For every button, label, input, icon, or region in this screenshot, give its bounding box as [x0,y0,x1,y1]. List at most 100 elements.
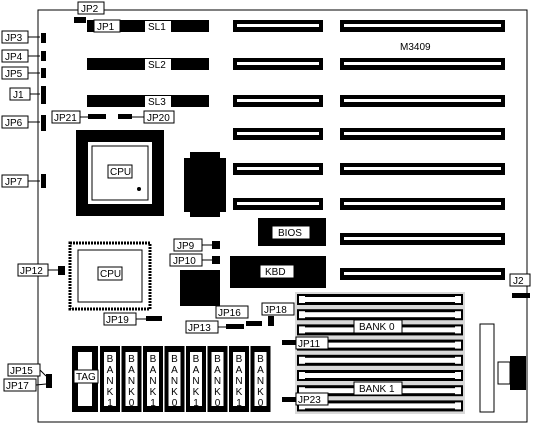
bank1-label: BANK 1 [359,384,395,395]
cache-chip-letter: 1 [150,398,156,409]
model-number: M3409 [400,42,431,53]
cache-chip-letter: B [257,354,264,365]
jp3-label: JP3 [5,33,23,44]
cache-chip-letter: K [193,387,200,398]
cache-chip-letter: B [193,354,200,365]
jp10-label: JP10 [173,256,196,267]
dark-chip [184,152,226,217]
cache-chip-letter: 0 [129,398,135,409]
cache-chip-letter: A [128,365,135,376]
jp12-label: JP12 [20,266,43,277]
cache-chip-letter: K [150,387,157,398]
jp16-label: JP16 [218,308,241,319]
jp18-label: JP18 [264,305,287,316]
cache-chip-letter: A [214,365,221,376]
jp18-pins [268,316,274,326]
bank0-label: BANK 0 [359,322,395,333]
simm-clip [479,323,495,413]
jp17-label: JP17 [6,381,29,392]
jp3-pins [41,33,46,43]
jp4-pins [41,51,46,61]
left-jumpers: JP3 JP4 JP5 J1 JP6 JP7 [1,30,46,188]
cache-chip-letter: N [214,376,221,387]
cache-chip-letter: N [171,376,178,387]
jp2-pins [74,17,86,23]
jp12-pins [58,266,65,275]
jp21-pins [88,114,106,119]
cache-chip-letter: A [107,365,114,376]
jp23-label: JP23 [298,395,321,406]
jp23-pins [282,397,296,402]
jp19-pins [146,316,162,321]
slot-label-sl3: SL3 [148,97,166,108]
cache-chip-letter: 0 [172,398,178,409]
cache-chip-letter: B [107,354,114,365]
cache-chip-letter: 1 [107,398,113,409]
cache-chip-letter: N [106,376,113,387]
cache-chip-letter: A [257,365,264,376]
cache-chip-letter: A [236,365,243,376]
cpu-main-label: CPU [110,167,131,178]
simm-slot [297,354,463,366]
jp6-label: JP6 [5,118,23,129]
jp4-label: JP4 [5,52,23,63]
jp1-label: JP1 [97,22,115,33]
cache-chip-letter: B [128,354,135,365]
small-square-chip [180,270,220,306]
jp11-label: JP11 [298,339,320,350]
jp15-label: JP15 [10,366,33,377]
cache-chip-letter: K [236,387,243,398]
jp16-pins [246,321,262,326]
jp13-pins [226,324,244,329]
jp15-jp17-pins [46,374,52,388]
kbd-label: KBD [265,267,286,278]
cache-chip-letter: N [128,376,135,387]
bios-label: BIOS [278,228,302,239]
cache-chip-letter: A [171,365,178,376]
j2-label: J2 [513,276,524,287]
simm-slots [295,292,465,414]
jp11-pins [282,340,296,345]
simm-slot [297,400,463,412]
cpu-secondary-label: CPU [100,269,121,280]
simm-slot [297,370,463,381]
cache-chip-letter: A [150,365,157,376]
cache-chip-letter: K [107,387,114,398]
cache-chip-letter: B [171,354,178,365]
jp7-label: JP7 [5,177,23,188]
cache-chip-letter: 0 [215,398,221,409]
jp20-label: JP20 [147,113,170,124]
cache-chip-letter: N [192,376,199,387]
power-connector [497,356,526,390]
jp20-pins [118,114,132,119]
cache-chip-letter: K [257,387,264,398]
jp5-pins [41,68,46,78]
j1-label: J1 [13,90,24,101]
cache-chip-letter: K [128,387,135,398]
jp9-pins [212,241,220,249]
cache-chip-letter: K [214,387,221,398]
board-outline [37,9,528,423]
jp2-label: JP2 [81,4,99,15]
cache-chip-letter: B [150,354,157,365]
cache-chip-letter: A [193,365,200,376]
slot-label-sl1: SL1 [148,22,166,33]
jp19-label: JP19 [106,315,129,326]
jp9-label: JP9 [177,241,195,252]
tag-label: TAG [76,372,96,383]
cache-chip-letter: B [236,354,243,365]
jp13-label: JP13 [188,323,211,334]
simm-slot [297,309,463,321]
j2-pins [512,293,530,298]
cache-chip-letter: N [235,376,242,387]
cache-chip-letter: B [214,354,221,365]
